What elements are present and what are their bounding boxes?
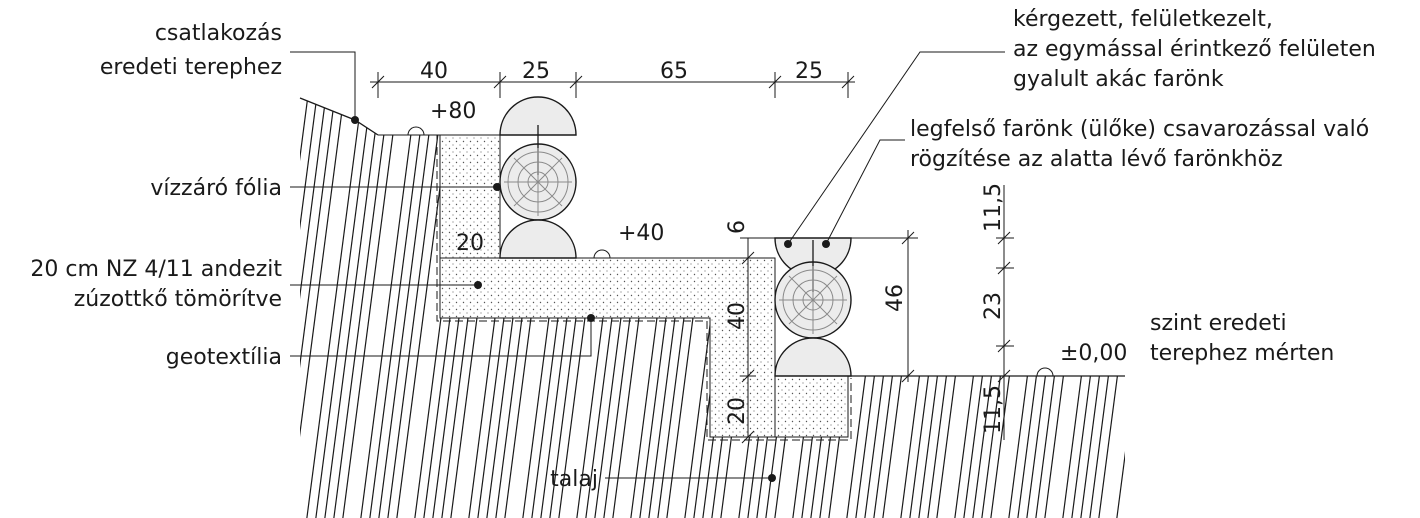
- label-legfelso-1: legfelső farönk (ülőke) csavarozással va…: [910, 117, 1369, 142]
- soil-hatch-line: [1122, 98, 1125, 518]
- label-kergezett-1: kérgezett, felületkezelt,: [1013, 7, 1273, 32]
- label-szint-1: szint eredeti: [1150, 311, 1287, 336]
- top-dimension-chain: [370, 72, 855, 98]
- label-andezit-1: 20 cm NZ 4/11 andezit: [30, 257, 282, 282]
- soil-hatch-line: [1132, 80, 1192, 518]
- leader-lines: [290, 51, 1125, 482]
- log-radial-crack: [788, 299, 814, 325]
- soil-hatch-line: [1150, 80, 1210, 518]
- label-csatlakozas-1: csatlakozás: [155, 21, 282, 46]
- dim-6: 6: [725, 220, 750, 234]
- label-talaj: talaj: [550, 467, 598, 492]
- soil-hatch-line: [1032, 98, 1094, 518]
- label-vizzaro-folia: vízzáró fólia: [150, 176, 282, 201]
- log-radial-crack: [537, 181, 563, 207]
- log-radial-crack: [788, 275, 814, 301]
- lower-log-2-partial: [774, 337, 852, 377]
- upper-log-2-partial: [499, 219, 577, 259]
- soil-hatch-line: [924, 98, 986, 518]
- dim-40-vertical: 40: [725, 302, 750, 330]
- dim-25-b: 25: [795, 59, 823, 84]
- soil-hatch-line: [303, 98, 365, 518]
- level-marker-0: [1036, 367, 1054, 377]
- dim-20-left: 20: [456, 231, 484, 256]
- dim-65: 65: [660, 59, 688, 84]
- soil-hatch-line: [312, 98, 374, 518]
- soil-hatch-line: [384, 98, 446, 518]
- dim-46-line: [851, 230, 918, 383]
- soil-hatch-line: [1177, 80, 1237, 518]
- soil-hatch-line: [1186, 80, 1246, 518]
- soil-hatch-line: [1113, 98, 1125, 518]
- label-kergezett-2: az egymással érintkező felületen: [1013, 37, 1376, 62]
- label-szint-2: terephez mérten: [1150, 341, 1334, 366]
- dim-11-5-top: 11,5: [981, 183, 1006, 232]
- dim-25-a: 25: [522, 59, 550, 84]
- level-marker-40: [440, 249, 775, 259]
- soil-hatch-line: [1095, 98, 1125, 518]
- label-csatlakozas-2: eredeti terephez: [100, 55, 282, 80]
- dim-20-vertical: 20: [725, 397, 750, 425]
- vertical-dims-wall: [740, 237, 775, 444]
- soil-hatch-line: [375, 98, 437, 518]
- soil-hatch-line: [1168, 80, 1228, 518]
- level-marker-80: [378, 126, 500, 136]
- dim-11-5-bottom: 11,5: [981, 385, 1006, 434]
- soil-hatch-line: [366, 98, 428, 518]
- log-radial-crack: [513, 181, 539, 207]
- dim-46: 46: [883, 284, 908, 312]
- gravel-lower: [774, 375, 849, 438]
- level-0: ±0,00: [1060, 341, 1127, 366]
- log-radial-crack: [812, 275, 838, 301]
- soil-hatch-line: [1086, 98, 1125, 518]
- level-80: +80: [430, 99, 476, 124]
- log-radial-crack: [513, 157, 539, 183]
- soil-hatch-line: [300, 98, 329, 518]
- dim-right-chain: [996, 185, 1014, 440]
- soil-hatch-line: [300, 98, 338, 518]
- soil-hatch-line: [300, 98, 347, 518]
- soil-hatch-line: [357, 98, 419, 518]
- label-legfelso-2: rögzítése az alatta lévő farönkhöz: [910, 147, 1283, 172]
- label-andezit-2: zúzottkő tömörítve: [74, 287, 282, 312]
- label-kergezett-3: gyalult akác farönk: [1013, 67, 1224, 92]
- log-radial-crack: [812, 299, 838, 325]
- label-geotextilia: geotextília: [166, 345, 282, 370]
- dim-23: 23: [981, 292, 1006, 320]
- dim-40-top: 40: [420, 59, 448, 84]
- soil-hatch-line: [1141, 80, 1201, 518]
- soil-hatch-line: [300, 98, 320, 518]
- soil-hatch-line: [321, 98, 383, 518]
- level-40: +40: [618, 221, 664, 246]
- upper-top-half-log: [499, 96, 577, 136]
- soil-hatch-line: [1195, 80, 1255, 518]
- soil-hatch-line: [330, 98, 392, 518]
- soil-hatch-line: [339, 98, 401, 518]
- log-radial-crack: [537, 157, 563, 183]
